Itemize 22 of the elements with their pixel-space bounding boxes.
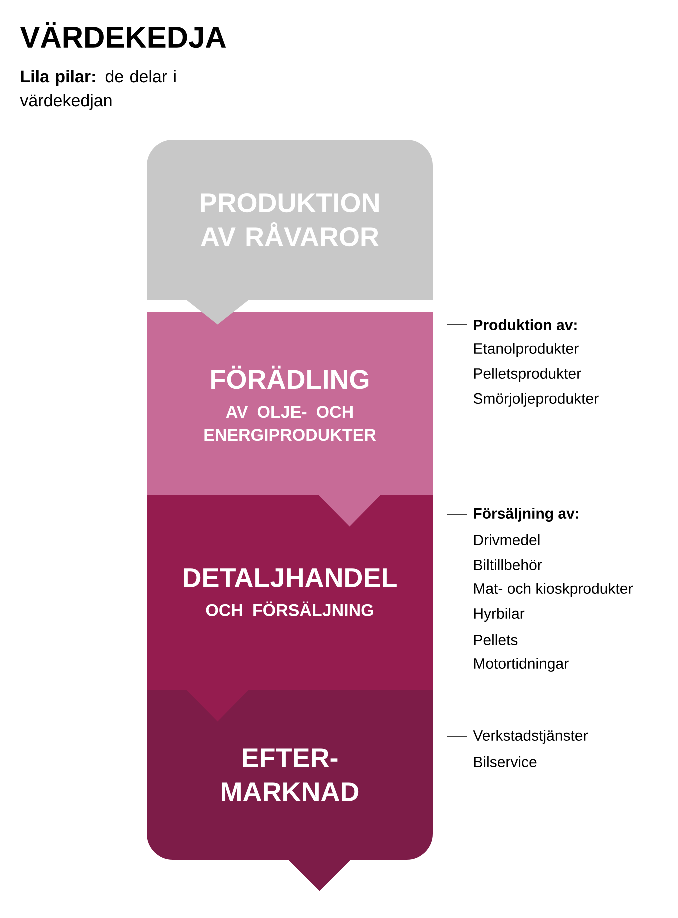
stage-band: DETALJHANDEL OCH FÖRSÄLJNING: [147, 495, 433, 690]
side-text: Drivmedel: [474, 534, 540, 546]
side-text: Mat- och kioskprodukter: [474, 583, 633, 597]
stage-band: FÖRÄDLING AV OLJE- OCH ENERGIPRODUKTER: [147, 312, 433, 495]
side-text: Motortidningar: [474, 658, 569, 672]
side-text: Etanolprodukter: [474, 343, 579, 357]
side-text: Smörjoljeprodukter: [474, 393, 599, 407]
side-text: Bilservice: [474, 756, 537, 768]
side-text: Pellets: [474, 634, 518, 646]
arrow: [186, 300, 249, 325]
note: Lila pilar: de delar i värdekedjan: [20, 70, 176, 110]
side-text: Produktion av:: [474, 320, 577, 330]
side-text: Verkstadstjänster: [473, 730, 588, 744]
arrow: [288, 860, 351, 892]
arrow: [318, 495, 381, 527]
arrow: [186, 690, 249, 722]
side-text: Pelletsprodukter: [474, 368, 582, 382]
side-text: Hyrbilar: [474, 608, 525, 622]
side-text: Biltillbehör: [474, 560, 542, 570]
stage-band: EFTER- MARKNAD: [147, 690, 433, 860]
title: VÄRDEKEDJA: [20, 22, 226, 48]
side-text: Försäljning av:: [474, 508, 578, 522]
